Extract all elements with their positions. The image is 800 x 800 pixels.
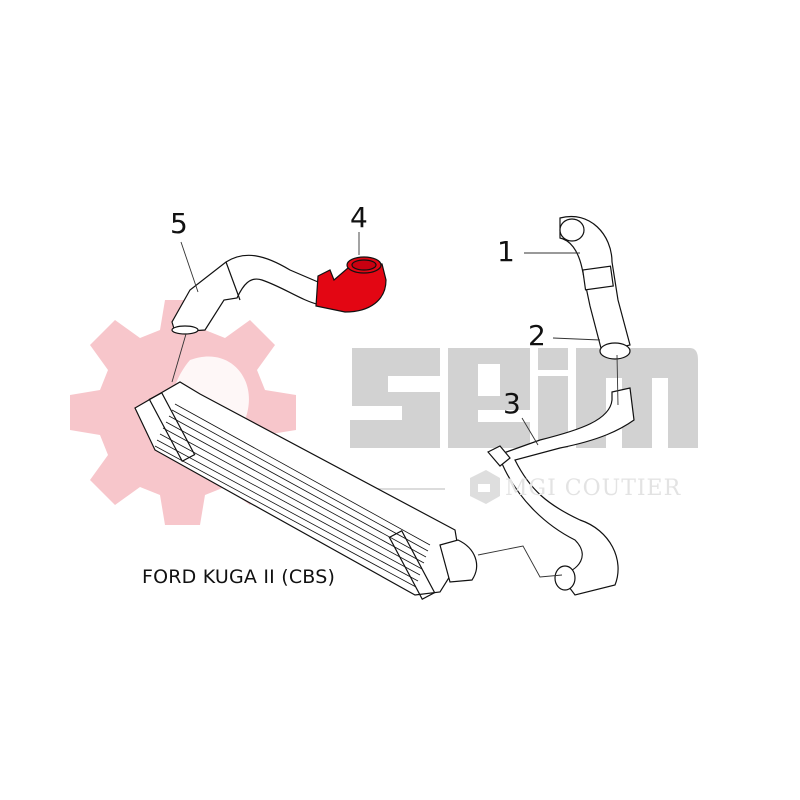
- part-4-elbow-highlighted[interactable]: [315, 256, 387, 313]
- leader-lines: [171, 232, 619, 578]
- part-5-pipe[interactable]: [171, 254, 321, 335]
- callout-3: 3: [503, 387, 521, 420]
- callout-2: 2: [528, 319, 546, 352]
- part-3-lower-pipe[interactable]: [487, 387, 635, 596]
- intercooler[interactable]: [134, 381, 478, 601]
- part-1-2-upper-hose[interactable]: [559, 215, 631, 360]
- callout-5: 5: [170, 207, 188, 240]
- callout-1: 1: [497, 235, 515, 268]
- watermark-seim-logo: [350, 348, 698, 448]
- watermark-mgi-coutier-text: MGI COUTIER: [505, 476, 682, 501]
- callout-4: 4: [350, 201, 368, 234]
- vehicle-caption: FORD KUGA II (CBS): [142, 566, 336, 588]
- mgi-coutier-logo-icon: [470, 470, 500, 504]
